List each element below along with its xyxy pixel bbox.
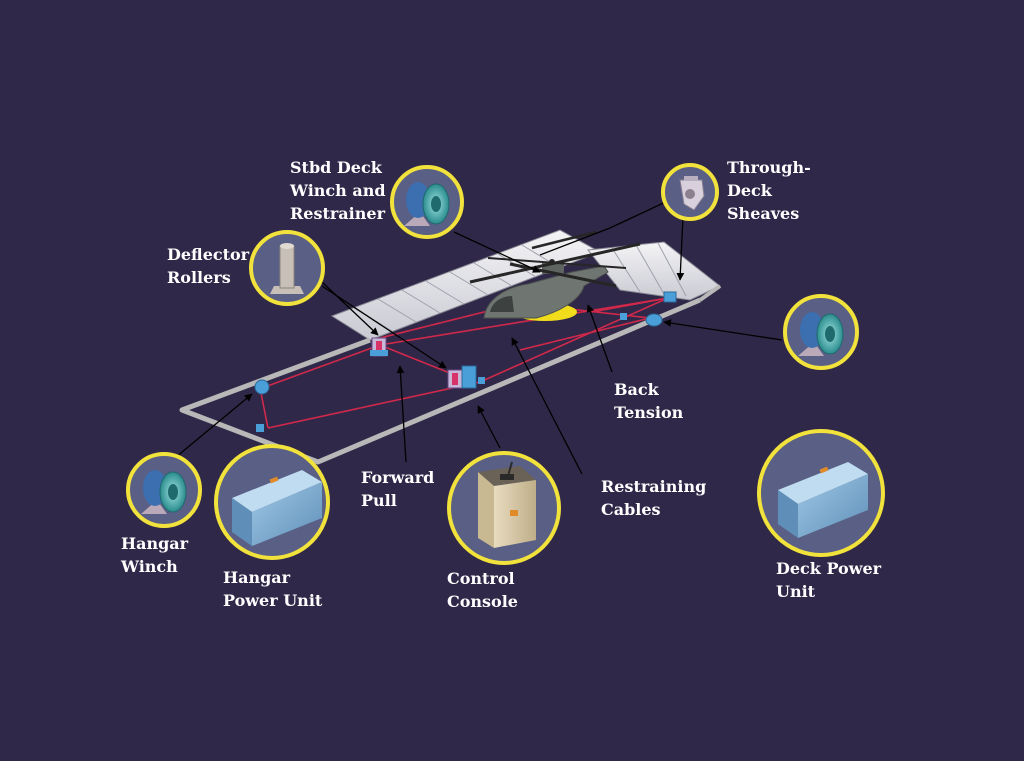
callout-through-deck-sheaves xyxy=(661,163,719,221)
label-line: Cables xyxy=(601,500,661,519)
control-console-on-deck xyxy=(461,365,477,389)
callout-port-deck-winch xyxy=(783,294,859,370)
label-stbd-deck-winch: Stbd Deck Winch and Restrainer xyxy=(290,156,386,225)
label-line: Deflector xyxy=(167,245,250,264)
callout-hangar-power-unit xyxy=(214,444,330,560)
callout-stbd-deck-winch xyxy=(390,165,464,239)
sheave-small xyxy=(620,313,627,320)
label-line: Winch and xyxy=(290,181,386,200)
label-restraining-cables: Restraining Cables xyxy=(601,475,706,521)
label-line: Deck xyxy=(727,181,772,200)
winch-icon xyxy=(798,312,844,356)
label-deflector-rollers: Deflector Rollers xyxy=(167,243,249,289)
label-line: Rollers xyxy=(167,268,231,287)
label-forward-pull: Forward Pull xyxy=(361,466,434,512)
label-line: Console xyxy=(447,592,518,611)
label-line: Restraining xyxy=(601,477,707,496)
label-line: Power Unit xyxy=(223,591,323,610)
callout-control-console xyxy=(447,451,561,565)
label-line: Back xyxy=(614,380,659,399)
leader-lines xyxy=(169,184,783,475)
deck-components xyxy=(254,291,677,432)
label-hangar-winch: Hangar Winch xyxy=(121,532,188,578)
label-line: Pull xyxy=(361,491,397,510)
cables xyxy=(259,297,669,429)
deflector-roller-1 xyxy=(370,337,388,357)
label-deck-power-unit: Deck Power Unit xyxy=(776,557,881,603)
label-line: Hangar xyxy=(121,534,189,553)
hangar-sheave-on-deck xyxy=(256,424,264,432)
winch-icon xyxy=(404,182,450,226)
winch-icon xyxy=(141,470,187,514)
label-line: Deck Power xyxy=(776,559,882,578)
label-line: Winch xyxy=(121,557,178,576)
label-line: Unit xyxy=(776,582,816,601)
through-deck-sheave-1 xyxy=(663,291,677,303)
flight-deck-panels xyxy=(330,229,721,341)
deflector-roller-2 xyxy=(447,369,463,389)
label-line: Restrainer xyxy=(290,204,385,223)
port-deck-winch-on-deck xyxy=(645,313,663,327)
label-line: Through- xyxy=(727,158,811,177)
label-hangar-power-unit: Hangar Power Unit xyxy=(223,566,322,612)
label-line: Sheaves xyxy=(727,204,800,223)
back-tension-sheave xyxy=(478,377,485,384)
label-line: Tension xyxy=(614,403,684,422)
label-through-deck-sheaves: Through- Deck Sheaves xyxy=(727,156,811,225)
hangar-winch-on-deck xyxy=(254,379,270,395)
callout-deflector-rollers xyxy=(249,230,325,306)
label-line: Control xyxy=(447,569,515,588)
label-line: Forward xyxy=(361,468,435,487)
console-icon xyxy=(478,461,536,548)
power-unit-icon xyxy=(232,470,322,546)
label-line: Hangar xyxy=(223,568,291,587)
label-control-console: Control Console xyxy=(447,567,518,613)
power-unit-icon xyxy=(778,462,868,538)
callout-deck-power-unit xyxy=(757,429,885,557)
roller-icon xyxy=(270,243,304,294)
helicopter-icon xyxy=(469,230,641,321)
callout-hangar-winch xyxy=(126,452,202,528)
hangar-deck-outline xyxy=(179,284,722,465)
label-back-tension: Back Tension xyxy=(614,378,683,424)
label-line: Stbd Deck xyxy=(290,158,382,177)
sheave-icon xyxy=(679,176,705,211)
